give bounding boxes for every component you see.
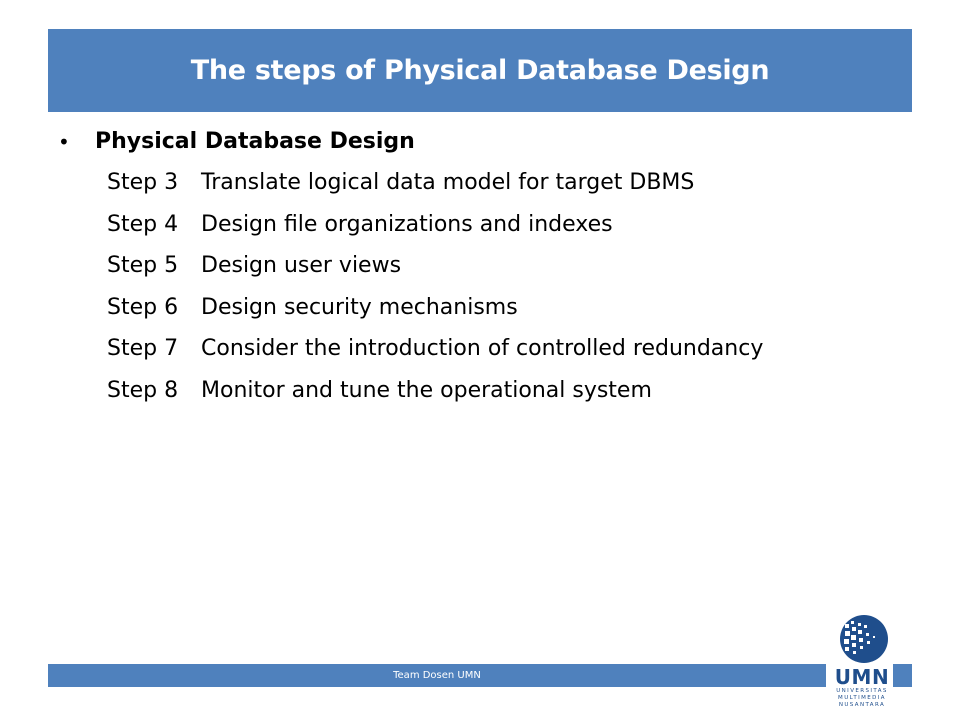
step-label: Step 6 [107,294,179,320]
slide-content: • Physical Database Design Step 3 Transl… [0,122,960,411]
logo-subline: NUSANTARA [838,702,886,708]
slide-title: The steps of Physical Database Design [190,55,770,86]
footer-bar-end [893,664,912,687]
step-text: Design file organizations and indexes [201,211,613,237]
umn-logo: UMN UNIVERSITAS MULTIMEDIA NUSANTARA [831,612,893,708]
bullet-icon: • [58,130,70,154]
bullet-item: • Physical Database Design [0,122,960,162]
logo-wordmark: UMN [834,665,890,689]
logo-subline: MULTIMEDIA [838,695,886,701]
bullet-heading: Physical Database Design [95,129,415,154]
step-text: Design user views [201,253,402,278]
step-label: Step 8 [107,377,179,403]
step-label: Step 7 [107,336,179,361]
step-text: Monitor and tune the operational system [201,377,652,403]
step-label: Step 4 [107,211,179,237]
title-bar: The steps of Physical Database Design [48,29,912,112]
umn-logo-icon [840,615,888,663]
step-label: Step 5 [107,253,179,278]
step-row: Step 3 Translate logical data model for … [0,162,960,204]
step-label: Step 3 [107,170,179,195]
logo-subline: UNIVERSITAS [836,688,888,694]
step-text: Design security mechanisms [201,294,518,320]
step-text: Consider the introduction of controlled … [201,336,764,361]
step-row: Step 6 Design security mechanisms [0,287,960,329]
step-row: Step 5 Design user views [0,245,960,287]
step-row: Step 4 Design file organizations and ind… [0,204,960,246]
footer-text: Team Dosen UMN [393,670,481,681]
footer-bar: Team Dosen UMN [48,664,826,687]
step-row: Step 7 Consider the introduction of cont… [0,328,960,370]
step-row: Step 8 Monitor and tune the operational … [0,370,960,412]
step-text: Translate logical data model for target … [201,170,695,195]
